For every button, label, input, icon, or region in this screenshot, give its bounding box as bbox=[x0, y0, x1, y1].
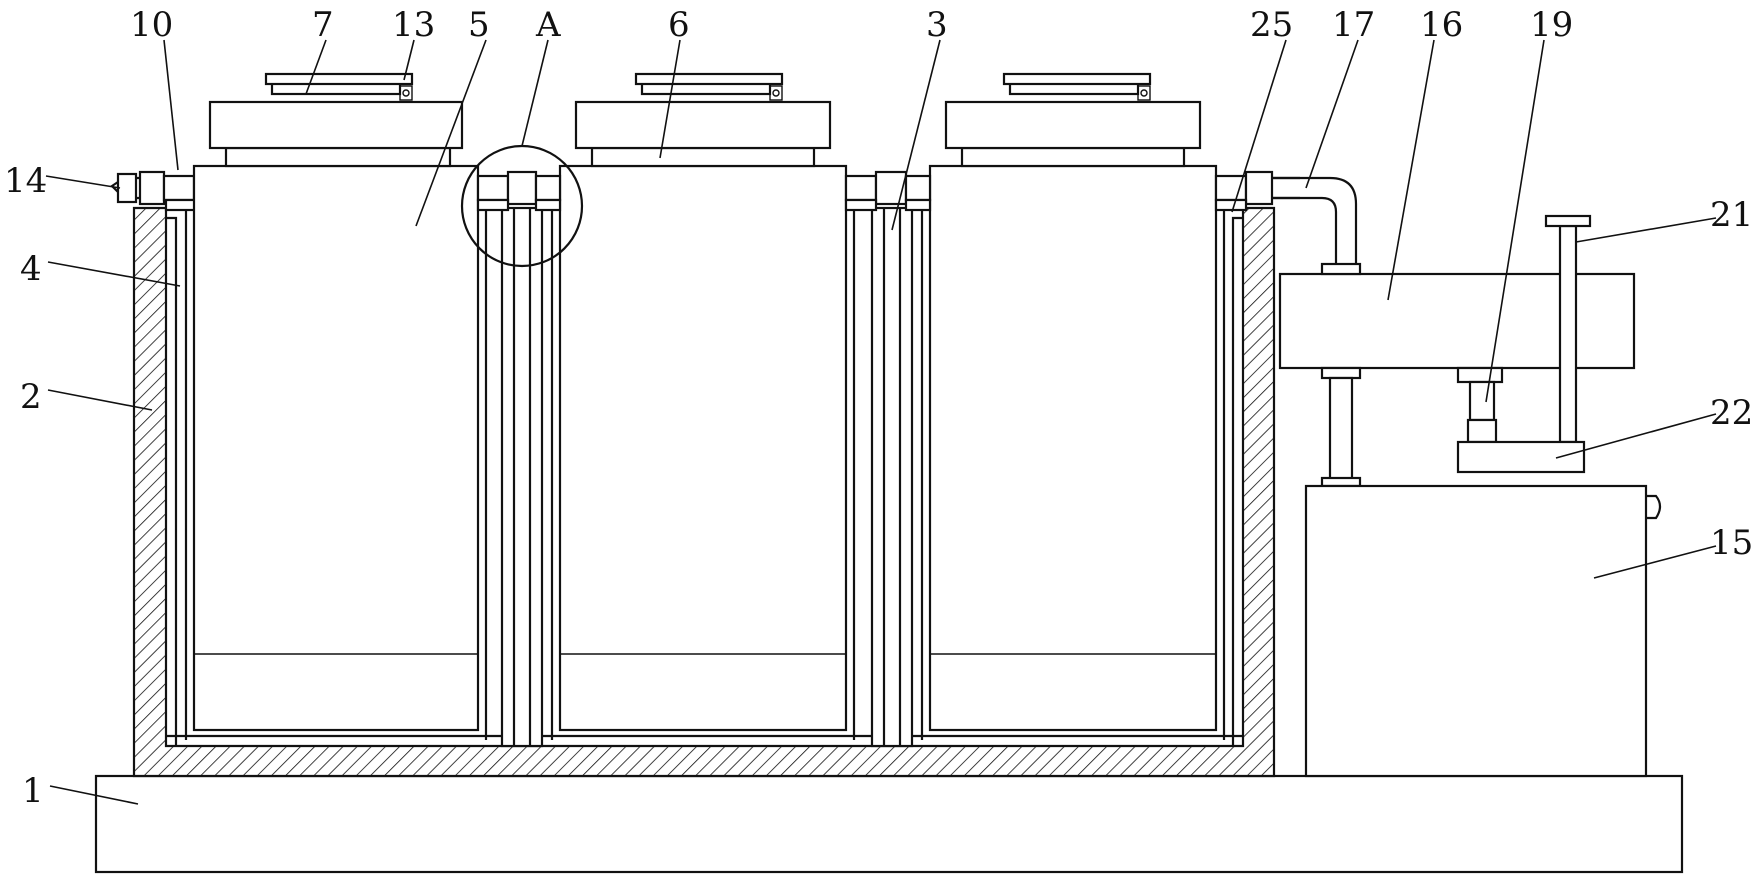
tank-2 bbox=[550, 72, 856, 740]
callout-5: 5 bbox=[468, 5, 490, 45]
tank-1 bbox=[184, 72, 488, 740]
callout-4: 4 bbox=[20, 249, 42, 289]
callout-14: 14 bbox=[4, 161, 47, 201]
callout-17: 17 bbox=[1332, 5, 1375, 45]
base-plate bbox=[94, 774, 1684, 874]
filter-housing bbox=[1278, 272, 1636, 370]
collection-tray bbox=[1456, 440, 1586, 474]
callout-13: 13 bbox=[392, 5, 435, 45]
callout-1: 1 bbox=[22, 771, 44, 811]
connector-pipe bbox=[1328, 376, 1354, 486]
callout-10: 10 bbox=[130, 5, 173, 45]
callout-7: 7 bbox=[312, 5, 334, 45]
partition-walls bbox=[500, 206, 914, 748]
callout-19: 19 bbox=[1530, 5, 1573, 45]
callout-3: 3 bbox=[926, 5, 948, 45]
filter-shaft bbox=[1468, 380, 1496, 422]
callout-a: A bbox=[535, 5, 561, 45]
tank-3 bbox=[920, 72, 1226, 740]
callout-21: 21 bbox=[1710, 195, 1753, 235]
callout-2: 2 bbox=[20, 377, 42, 417]
callout-6: 6 bbox=[668, 5, 690, 45]
outlet-pipe bbox=[1272, 176, 1358, 266]
handle-rod bbox=[1558, 224, 1578, 444]
callout-16: 16 bbox=[1420, 5, 1463, 45]
callout-22: 22 bbox=[1710, 393, 1753, 433]
outlet-pipe-inner bbox=[1272, 196, 1338, 266]
lower-tank bbox=[1304, 484, 1648, 778]
pipe-fittings bbox=[476, 170, 1274, 212]
callout-15: 15 bbox=[1710, 523, 1753, 563]
callout-25: 25 bbox=[1250, 5, 1293, 45]
leader-lines bbox=[45, 39, 1717, 805]
callout-labels: 1 2 4 14 10 7 13 5 A 6 3 25 17 16 19 21 … bbox=[4, 5, 1753, 811]
